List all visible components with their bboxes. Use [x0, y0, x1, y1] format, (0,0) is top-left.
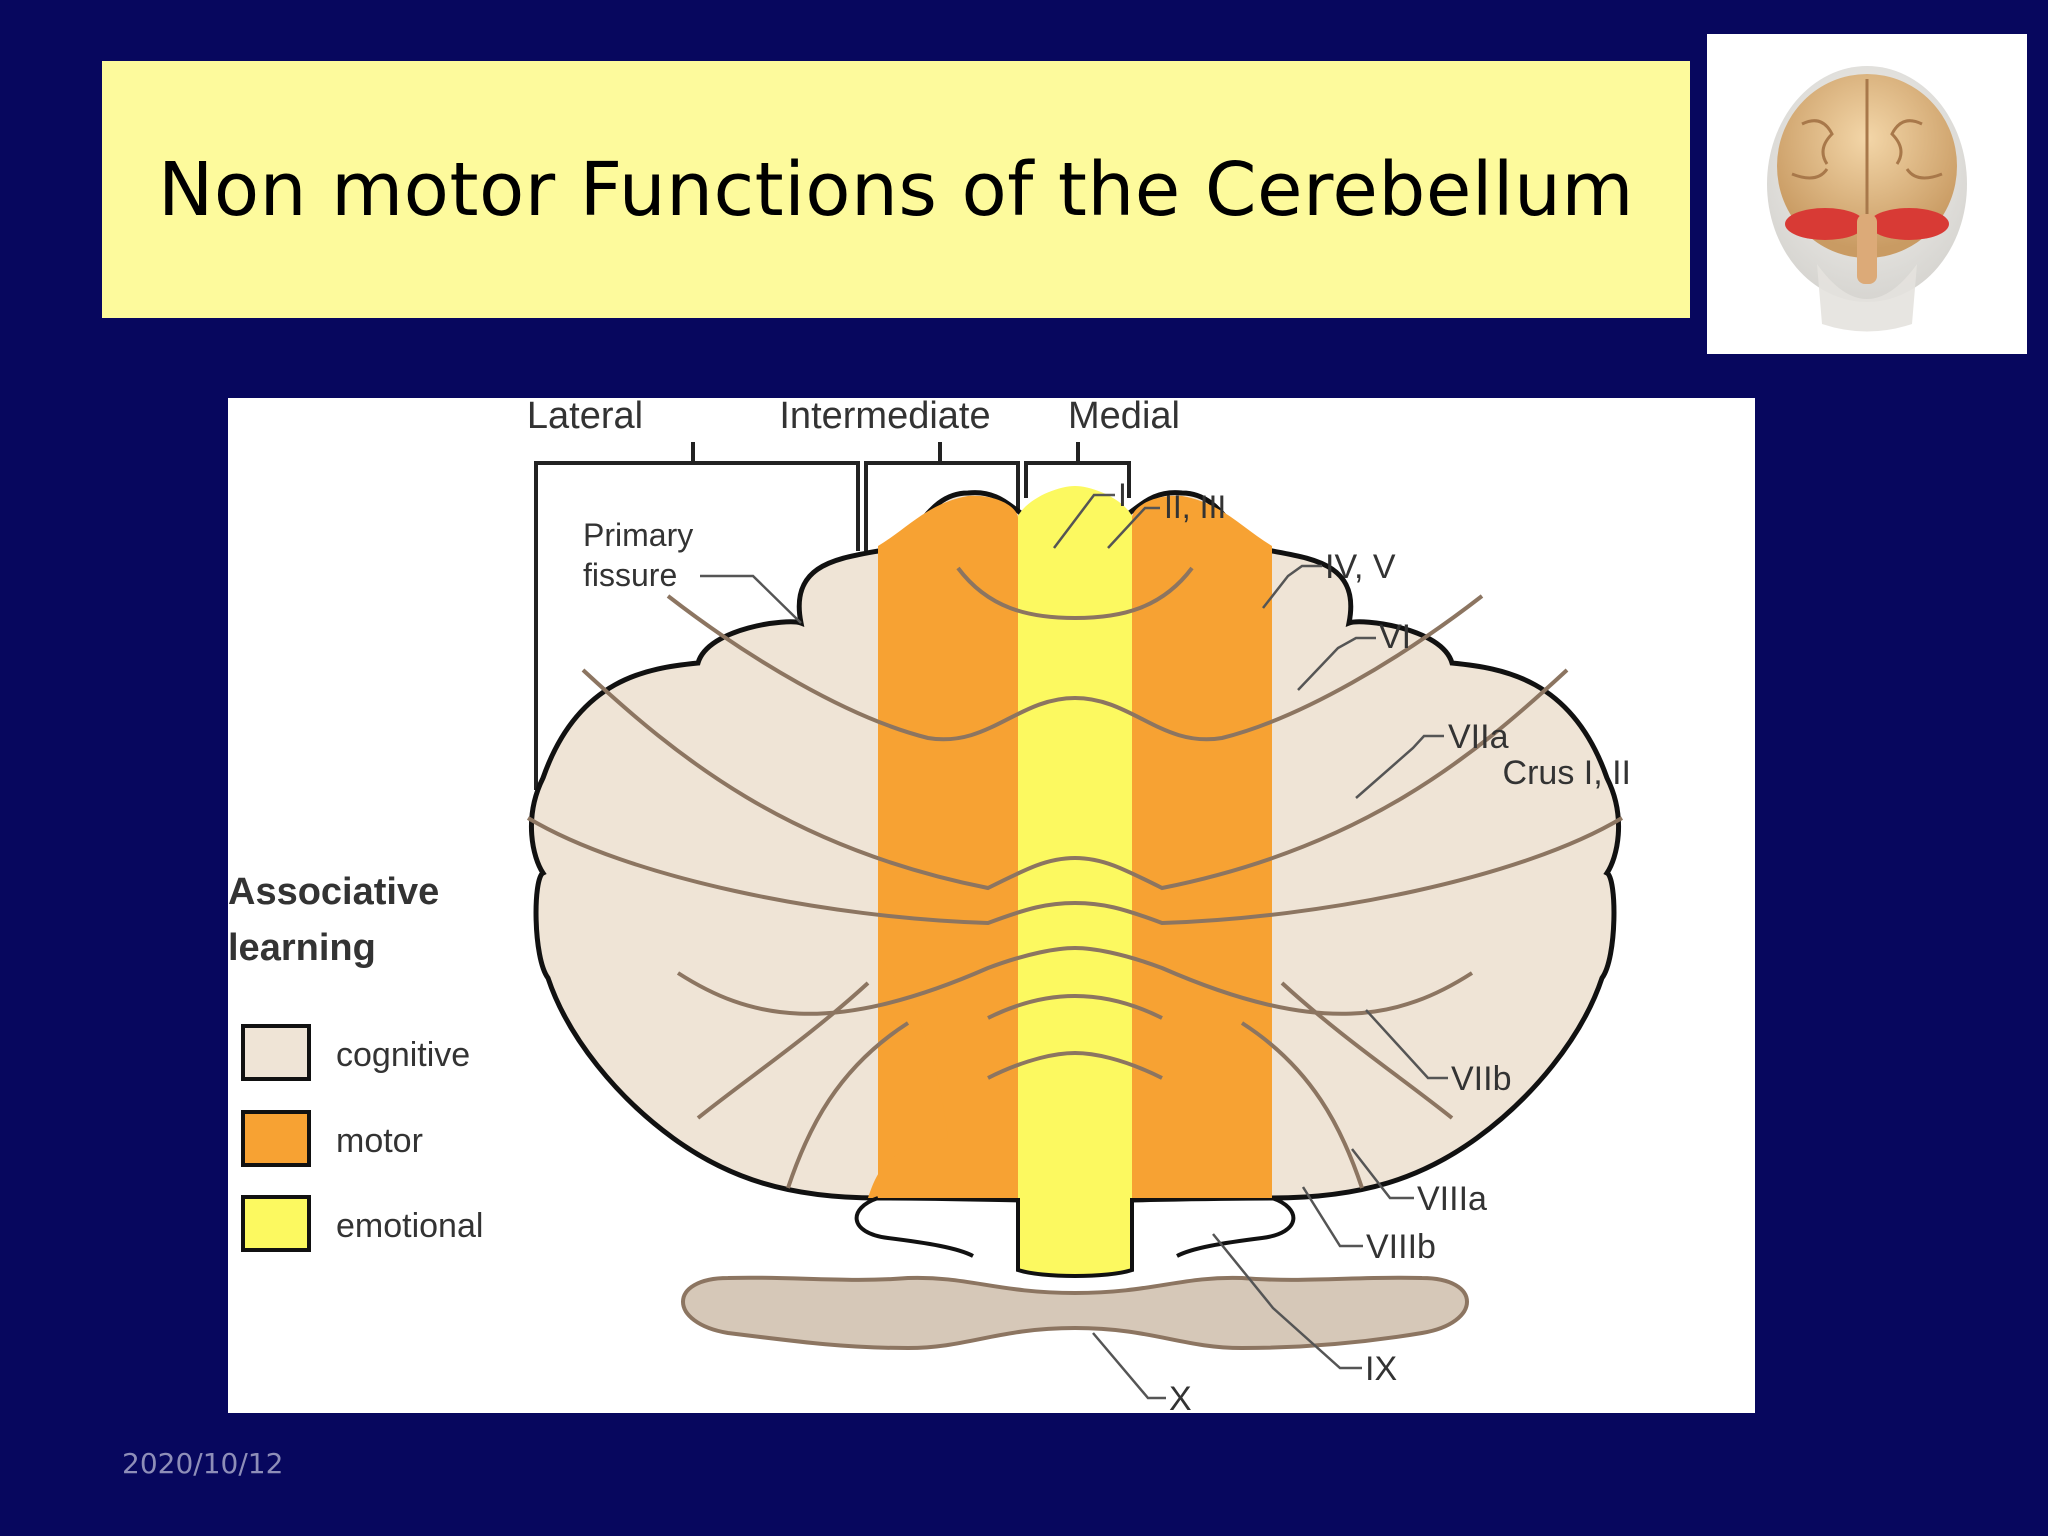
brain-skull-icon: [1767, 66, 1967, 332]
legend-label-cognitive: cognitive: [336, 1036, 470, 1074]
legend-label-motor: motor: [336, 1122, 423, 1160]
motor-band-right: [1132, 495, 1272, 1198]
emotional-band: [1018, 486, 1132, 1276]
lobule-label-viiib: VIIIb: [1366, 1228, 1436, 1266]
lower-lobe-outline: [854, 1196, 1296, 1258]
lobule-label-x: X: [1169, 1380, 1192, 1413]
title-banner: Non motor Functions of the Cerebellum: [102, 61, 1690, 318]
cerebellum-diagram: Lateral Intermediate Medial: [228, 398, 1755, 1413]
zone-label-medial: Medial: [1068, 398, 1180, 437]
zone-label-intermediate: Intermediate: [779, 398, 990, 437]
lobule-label-vi: VI: [1379, 618, 1411, 656]
lobule-label-viia: VIIa: [1448, 718, 1509, 756]
lobule-x-shape: [681, 1275, 1469, 1351]
legend-title-line2: learning: [228, 927, 376, 969]
legend-title-line1: Associative: [228, 871, 439, 913]
lobule-label-viiia: VIIIa: [1417, 1180, 1487, 1218]
lobule-label-crus: Crus I, II: [1503, 754, 1631, 792]
primary-fissure-leader: [700, 574, 802, 624]
primary-fissure-label-line2: fissure: [583, 557, 677, 593]
motor-lobe-lower-left: [868, 958, 948, 1198]
legend-swatch-cognitive: [241, 1024, 311, 1081]
legend-label-emotional: emotional: [336, 1207, 483, 1245]
legend-swatch-emotional: [241, 1195, 311, 1252]
fissure-lines: [526, 566, 1624, 1189]
vermis-bottom: [1016, 1198, 1134, 1278]
lobule-label-ii-iii: II, III: [1164, 489, 1226, 525]
legend: Associative learning cognitive motor emo…: [228, 871, 483, 1252]
zone-brackets: [534, 442, 1131, 790]
lobule-label-iv-v: IV, V: [1325, 548, 1396, 586]
slide-title: Non motor Functions of the Cerebellum: [158, 146, 1634, 233]
lobule-label-i: I: [1118, 477, 1127, 513]
primary-fissure-label-line1: Primary: [583, 517, 693, 553]
lobule-label-ix: IX: [1365, 1350, 1397, 1388]
brain-thumbnail: [1707, 34, 2027, 354]
legend-swatch-motor: [241, 1110, 311, 1167]
lobule-leader-lines: [1053, 493, 1448, 1400]
lobule-label-viib: VIIb: [1451, 1060, 1511, 1098]
slide-date: 2020/10/12: [122, 1447, 284, 1480]
zone-label-lateral: Lateral: [527, 398, 643, 437]
